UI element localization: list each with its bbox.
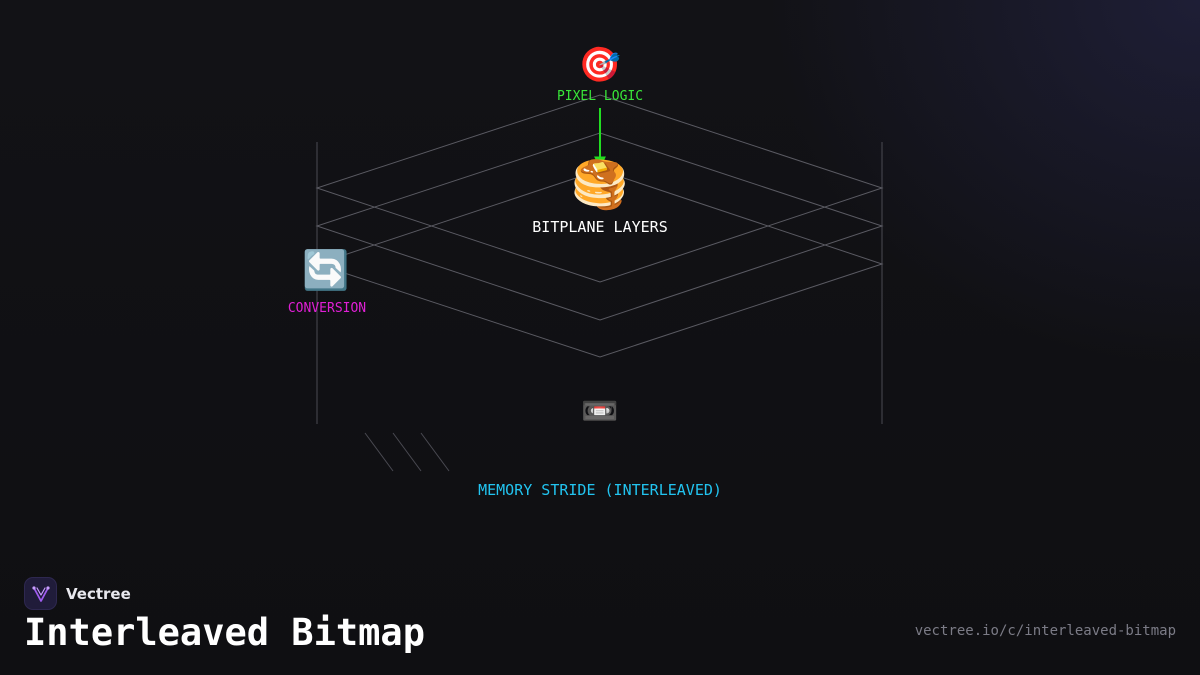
target-icon: 🎯	[579, 45, 621, 85]
node-bitplane-layers: 🥞 BITPLANE LAYERS	[532, 157, 667, 236]
pancakes-icon: 🥞	[571, 157, 628, 213]
node-memory-stride: 📼 MEMORY STRIDE (INTERLEAVED)	[478, 394, 722, 499]
layer-plane-middle	[315, 132, 884, 321]
brand-name: Vectree	[66, 584, 131, 603]
refresh-arrows-icon: 🔄	[302, 248, 349, 292]
vectree-logo-mark	[31, 585, 50, 602]
layer-plane-top	[315, 94, 884, 283]
stride-tick-1	[364, 432, 394, 472]
stride-tick-2	[392, 432, 422, 472]
videocassette-icon: 📼	[581, 394, 618, 429]
brand: Vectree	[24, 577, 131, 610]
node-conversion: 🔄 CONVERSION	[288, 248, 366, 316]
page-title: Interleaved Bitmap	[24, 611, 425, 654]
page-url[interactable]: vectree.io/c/interleaved-bitmap	[914, 623, 1176, 639]
layer-plane-bottom	[315, 169, 884, 358]
memory-stride-label: MEMORY STRIDE (INTERLEAVED)	[478, 481, 722, 499]
stride-tick-3	[420, 432, 450, 472]
pixel-logic-label: PIXEL LOGIC	[557, 89, 643, 104]
conversion-label: CONVERSION	[288, 301, 366, 316]
vectree-logo-icon	[24, 577, 57, 610]
bitplane-layers-label: BITPLANE LAYERS	[532, 218, 667, 236]
node-pixel-logic: 🎯 PIXEL LOGIC	[557, 45, 643, 104]
